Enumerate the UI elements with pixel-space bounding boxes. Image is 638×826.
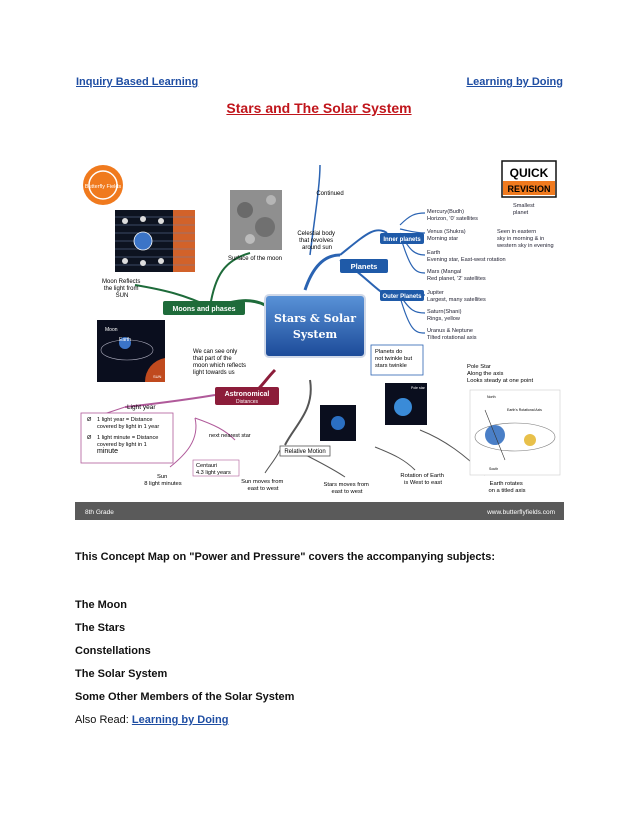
inner-planets-label: Inner planets (383, 237, 421, 243)
continued-label: Continued (316, 191, 343, 197)
moons-and-phases-node (163, 301, 245, 315)
surface-of-moon-label: Surface of the moon (228, 256, 282, 262)
sun-moves-label: Sun moves from east to west (241, 479, 285, 492)
footer-grade-label: 8th Grade (85, 509, 114, 516)
map-footer-bar (75, 502, 564, 520)
earth-rotates-label: Earth rotates on a titled axis (488, 481, 525, 494)
planets-node (340, 259, 388, 273)
planet-details: Mercury(Budh)Horizon, '0' satellites Ven… (427, 203, 554, 341)
pole-star-label: Pole Star Along the axis Looks steady at… (467, 364, 533, 384)
central-title-line2: System (293, 328, 338, 341)
topic-constellations: Constellations (75, 645, 151, 657)
also-read: Also Read: Learning by Doing (75, 714, 228, 726)
moons-and-phases-label: Moons and phases (172, 306, 235, 313)
learning-by-doing-header-link[interactable]: Learning by Doing (466, 76, 563, 88)
learning-by-doing-link[interactable]: Learning by Doing (131, 714, 229, 726)
planets-label: Planets (351, 262, 378, 271)
logo-text: Butterfly Fields (85, 184, 122, 190)
moon-small-label: Moon (105, 327, 118, 333)
astronomical-distances-node (215, 387, 279, 405)
branch-surface (209, 252, 251, 308)
topic-other-members: Some Other Members of the Solar System (75, 691, 295, 703)
astronomical-label: Astronomical (225, 391, 270, 398)
outer-planets-label: Outer Planets (382, 294, 422, 300)
planets-twinkle-label: Planets do not twinkle but stars twinkle (375, 349, 414, 369)
earth-tilt-diagram (469, 389, 561, 476)
svg-text:Mercury(Budh)Horizon, '0' sate: Mercury(Budh)Horizon, '0' satellites (427, 209, 478, 222)
sun-small-label: SUN (153, 374, 162, 379)
planets-twinkle-box (370, 344, 424, 376)
branch-light-year (124, 394, 216, 408)
branch-relative (284, 379, 312, 446)
footer-website-label: www.butterflyfields.com (486, 509, 555, 516)
earth-axis-label: Earth's Rotational Axis (507, 408, 542, 412)
svg-text:Saturn(Shani)Rings, yellow: Saturn(Shani)Rings, yellow (427, 309, 462, 322)
centauri-box (192, 459, 240, 477)
inquiry-based-learning-link[interactable]: Inquiry Based Learning (76, 76, 199, 88)
topic-solar-system: The Solar System (75, 668, 168, 680)
relative-motion-node (279, 445, 331, 457)
topic-moon: The Moon (75, 599, 127, 611)
distances-label: Distances (236, 399, 258, 405)
light-definitions-box (80, 412, 174, 464)
also-read-label: Also Read: (75, 714, 132, 726)
page-title: Stars and The Solar System (226, 100, 412, 116)
intro-text: This Concept Map on "Power and Pressure"… (75, 551, 495, 563)
quick-label: QUICK (510, 166, 549, 180)
branch-planets (303, 253, 341, 291)
light-year-label: Light year (127, 404, 156, 411)
outer-planets-node (380, 290, 424, 301)
relative-motion-label: Relative Motion (284, 449, 325, 455)
revision-label: REVISION (507, 184, 550, 194)
branch-inner (339, 229, 388, 256)
next-nearest-star-label: next nearest star (209, 433, 251, 439)
south-label: South (489, 467, 498, 471)
north-label: North (487, 395, 496, 399)
central-title-line1: Stars & Solar (274, 312, 356, 325)
stars-move-label: Stars moves from east to west (323, 482, 370, 495)
central-node (264, 294, 366, 358)
celestial-body-label: Celestial body that revolves around sun (297, 231, 336, 251)
concept-map: Butterfly Fields QUICK REVISION Surface … (75, 155, 564, 520)
pole-star-small-label: Pole star (411, 386, 426, 390)
rotation-of-earth-label: Rotation of Earth is West to east (400, 473, 445, 486)
topic-stars: The Stars (75, 622, 126, 634)
moon-reflects-label: Moon Reflects the light from SUN (102, 279, 142, 299)
centauri-label: Centauri 4.3 light years (196, 463, 231, 476)
we-can-see-label: We can see only that part of the moon wh… (193, 349, 248, 376)
earth-small-label: Earth (119, 337, 131, 343)
sun-distance-label: Sun 8 light minutes (144, 474, 181, 487)
inner-planets-node (380, 233, 424, 244)
branch-continued (309, 164, 321, 256)
svg-text:Venus (Shukra)Morning star: Venus (Shukra)Morning star (427, 229, 466, 242)
